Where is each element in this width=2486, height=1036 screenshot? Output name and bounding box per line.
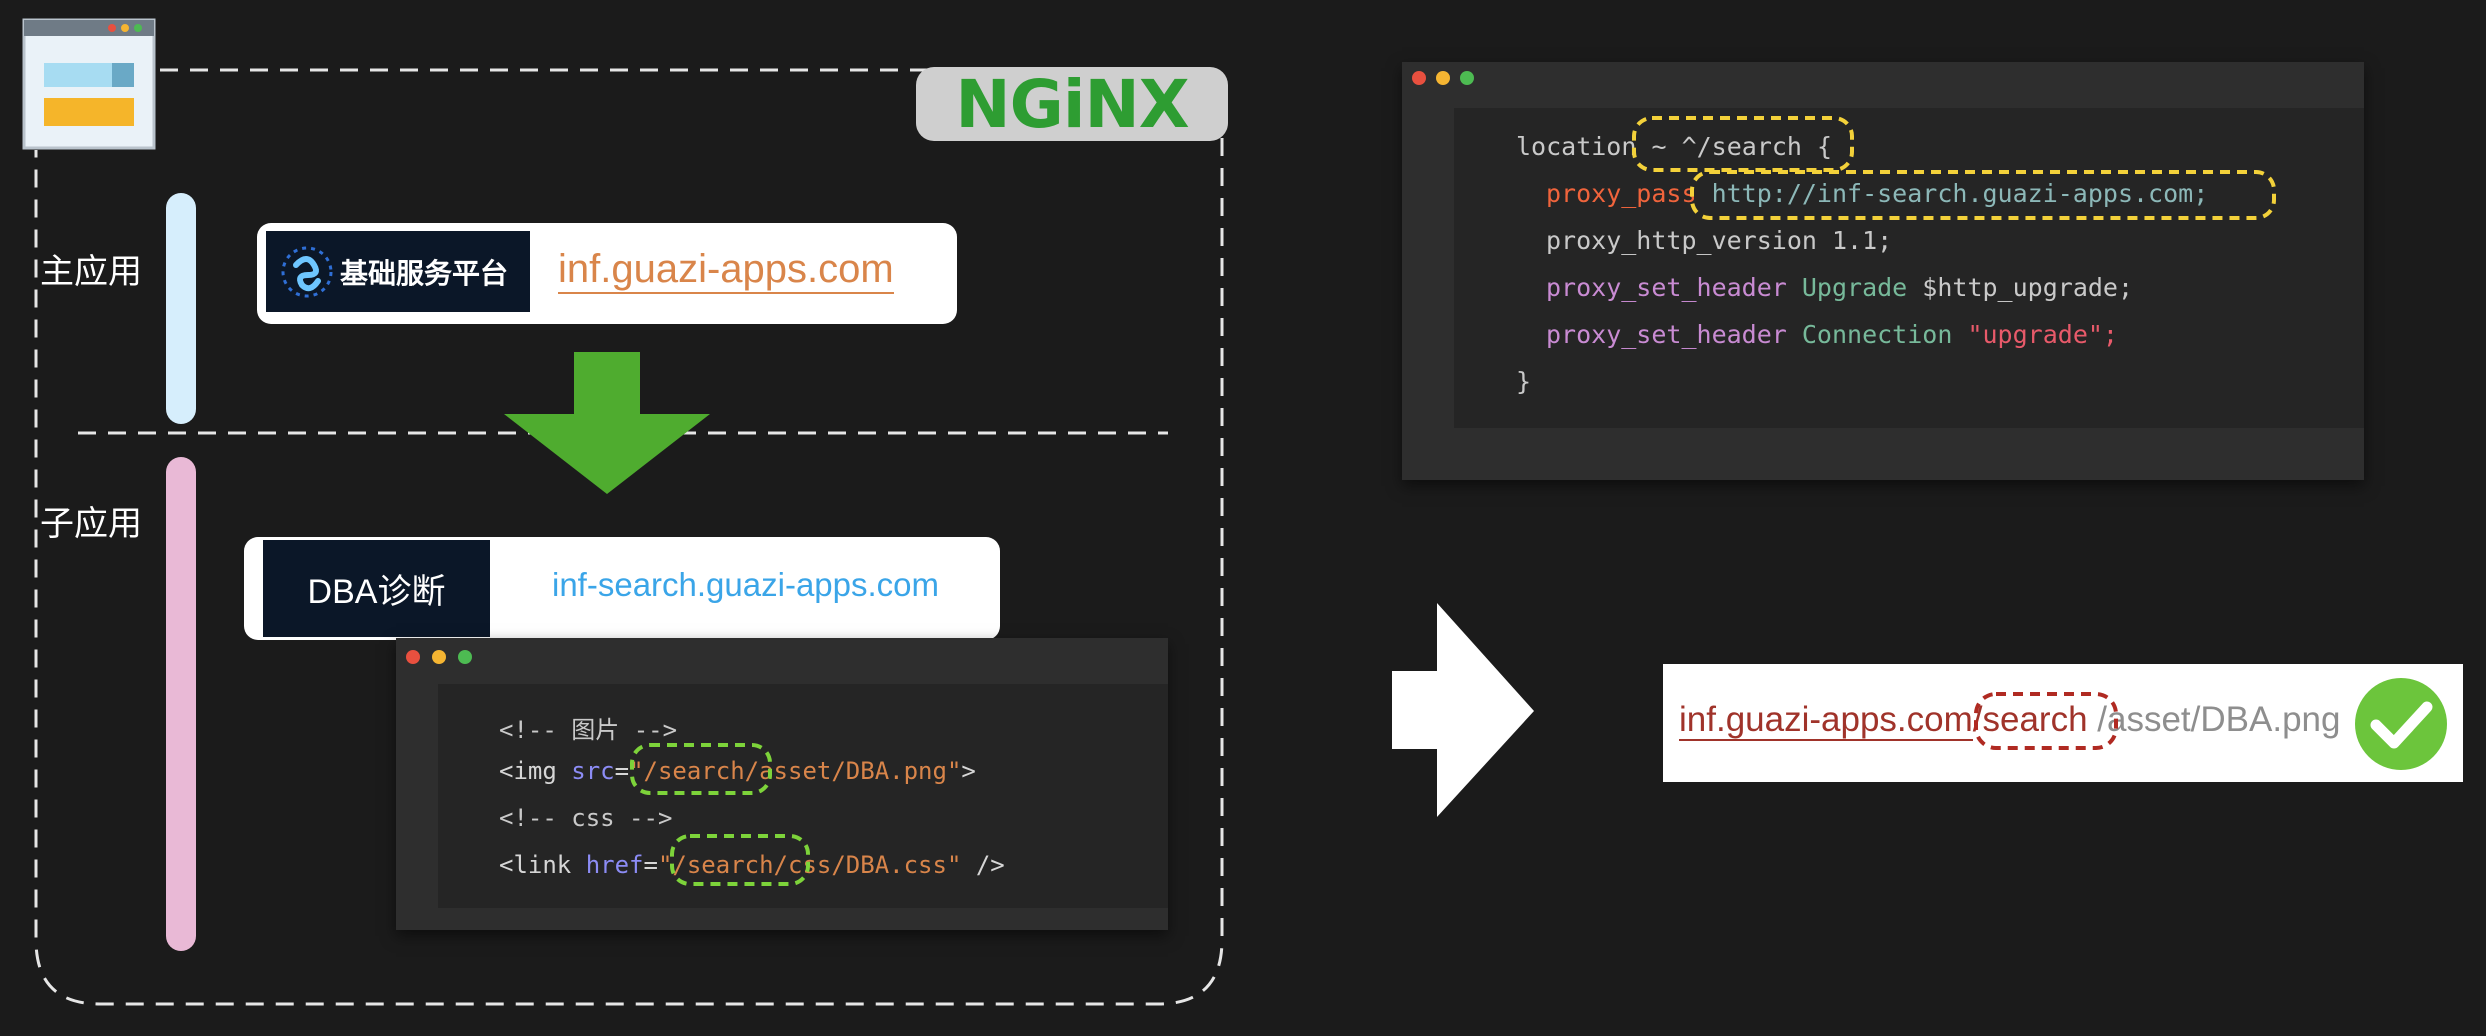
config-line-proxy-pass: proxy_pass http://inf-search.guazi-apps.… (1546, 179, 2208, 208)
main-app-bar (166, 193, 196, 424)
right-arrow-icon (1392, 603, 1534, 817)
img-close: > (961, 757, 976, 785)
window-minimize-dot (432, 650, 446, 664)
link-eq: = (643, 851, 658, 879)
window-zoom-dot (1460, 71, 1474, 85)
img-src-attr: src (571, 757, 615, 785)
code-line-img: <img src="/search/asset/DBA.png"> (499, 757, 976, 785)
config-line-http-version: proxy_http_version 1.1; (1546, 226, 1893, 255)
set-header-keyword: proxy_set_header (1546, 273, 1787, 302)
main-app-logo-text: 基础服务平台 (340, 256, 509, 290)
nginx-config-window: location ~ ^/search { proxy_pass http://… (1402, 62, 2364, 480)
main-app-logo: 基础服务平台 (266, 231, 530, 312)
img-eq: = (614, 757, 630, 785)
code-line-comment-css: <!-- css --> (499, 804, 673, 832)
config-line-connection: proxy_set_header Connection "upgrade"; (1546, 320, 2118, 349)
svg-text:NGiNX: NGiNX (955, 67, 1188, 141)
window-close-dot (406, 650, 420, 664)
header-name: Upgrade (1786, 273, 1908, 302)
set-header-keyword: proxy_set_header (1546, 320, 1787, 349)
sub-app-label: 子应用 (40, 504, 142, 544)
sub-app-domain-link[interactable]: inf-search.guazi-apps.com (552, 566, 940, 603)
resolved-url-path: /asset/DBA.png (2087, 700, 2341, 739)
img-tag: <img (499, 757, 572, 785)
config-line-location: location ~ ^/search { (1516, 132, 1832, 161)
resolved-url-search-segment: /search (1972, 700, 2088, 739)
config-line-upgrade: proxy_set_header Upgrade $http_upgrade; (1546, 273, 2133, 302)
main-app-domain-link[interactable]: inf.guazi-apps.com (558, 246, 894, 294)
window-close-dot (1412, 71, 1426, 85)
header-name: Connection (1786, 320, 1953, 349)
browser-window-icon (22, 18, 156, 150)
main-app-label: 主应用 (40, 252, 142, 292)
window-zoom-dot (458, 650, 472, 664)
code-line-comment-image: <!-- 图片 --> (499, 716, 678, 744)
sub-app-logo: DBA诊断 (263, 540, 490, 637)
html-code-area (438, 684, 1168, 908)
search-segment-highlight (1974, 692, 2118, 750)
resolved-url-box (1663, 664, 2463, 782)
header-value: "upgrade"; (1952, 320, 2118, 349)
location-pattern: ~ ^/search { (1636, 132, 1833, 161)
nginx-badge: NGiNX (916, 67, 1228, 141)
proxy-pass-keyword: proxy_pass (1546, 179, 1697, 208)
nginx-code-area (1454, 108, 2364, 428)
check-icon (2355, 678, 2447, 770)
config-line-close-brace: } (1516, 367, 1532, 396)
img-src-value: "/search/asset/DBA.png" (629, 757, 962, 785)
platform-logo-icon (281, 246, 333, 297)
link-close: /> (961, 851, 1005, 879)
header-value: $http_upgrade; (1907, 273, 2134, 302)
sub-app-bar (166, 457, 196, 951)
resolved-url-base: inf.guazi-apps.com (1679, 700, 1973, 741)
link-tag: <link (499, 851, 586, 879)
nginx-logo: NGiNX (955, 67, 1189, 141)
location-keyword: location (1516, 132, 1637, 161)
html-code-window: <!-- 图片 --> <img src="/search/asset/DBA.… (396, 638, 1168, 930)
link-href-attr: href (585, 851, 644, 879)
code-line-link: <link href="/search/css/DBA.css" /> (499, 851, 1005, 879)
config-highlights (1632, 116, 2276, 220)
resolved-url: inf.guazi-apps.com/search /asset/DBA.png (1679, 700, 2341, 741)
proxy-pass-url: http://inf-search.guazi-apps.com; (1696, 179, 2209, 208)
search-prefix-highlights (630, 743, 810, 886)
down-arrow-icon (504, 352, 710, 494)
window-minimize-dot (1436, 71, 1450, 85)
